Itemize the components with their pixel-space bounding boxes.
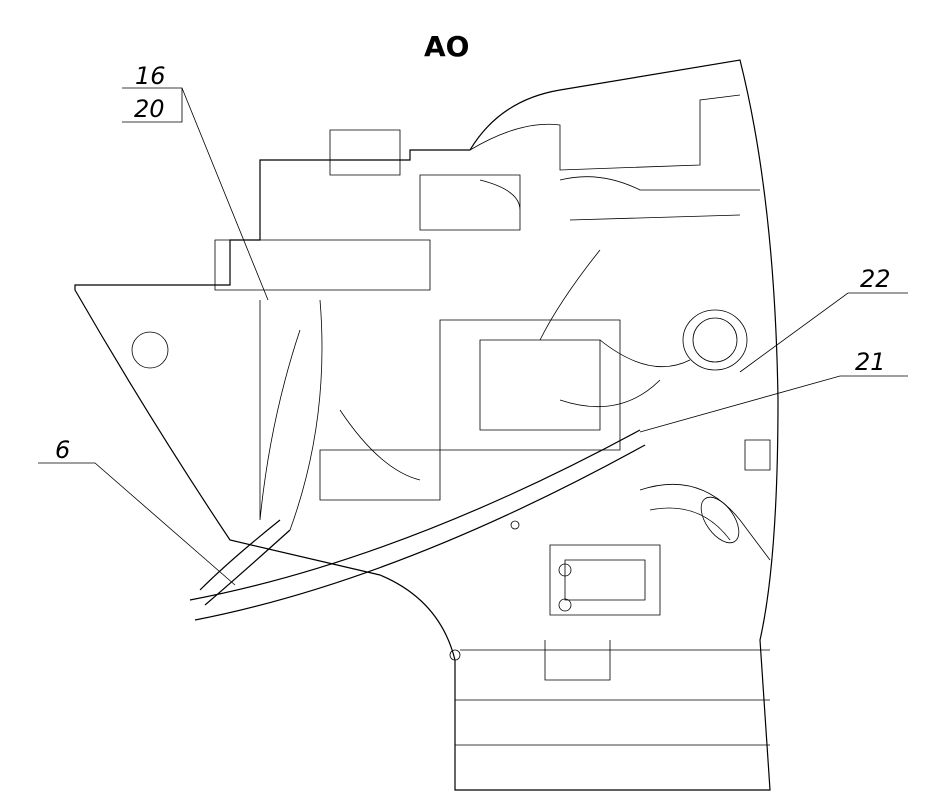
callout-22: 22 [739, 265, 908, 373]
leader-line [639, 375, 908, 433]
callout-21: 21 [639, 348, 908, 433]
callout-16-label: 16 [135, 62, 166, 90]
callout-16-20: 16 20 [122, 62, 269, 301]
callout-22-label: 22 [860, 265, 891, 293]
callout-21-label: 21 [855, 348, 886, 376]
view-title: AO [424, 30, 469, 63]
leader-line [38, 462, 236, 586]
callout-6: 6 [38, 436, 236, 586]
callout-20-label: 20 [134, 95, 165, 123]
leader-line [122, 87, 269, 301]
engine-body [74, 59, 779, 791]
callout-6-label: 6 [55, 436, 70, 464]
